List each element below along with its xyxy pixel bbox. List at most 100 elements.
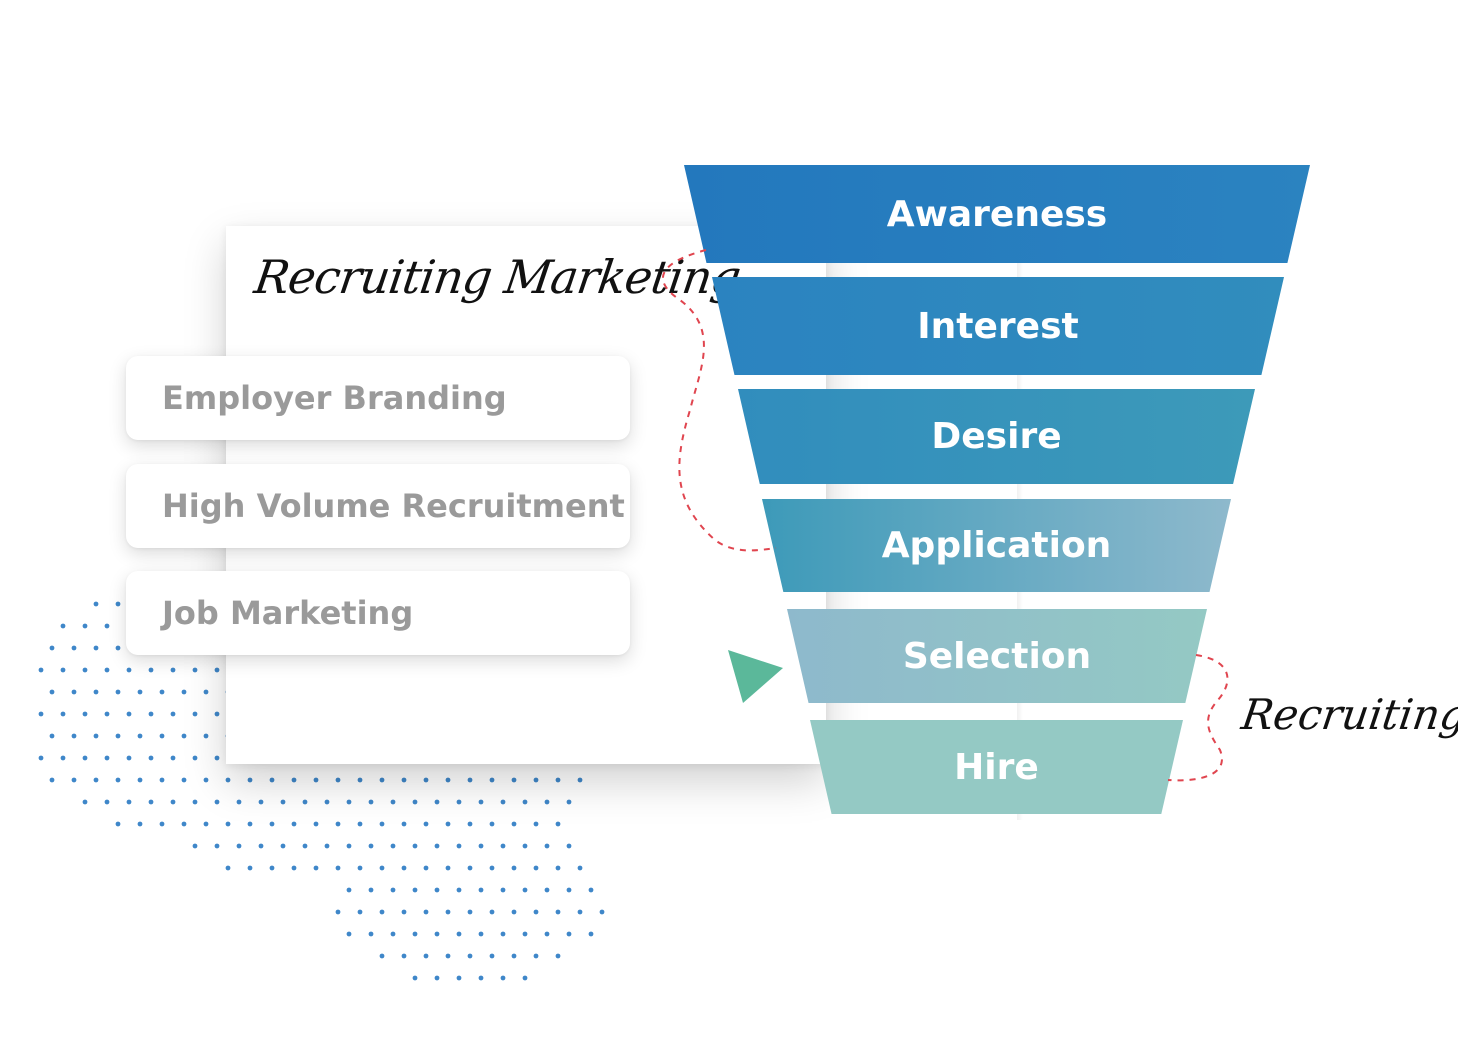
pattern-dot [170,667,176,673]
pattern-dot [467,865,473,871]
pattern-dot [555,909,561,915]
pattern-dot [302,843,308,849]
pattern-dot [115,689,121,695]
pattern-dot [203,733,209,739]
pattern-dot [38,711,44,717]
pattern-dot [467,821,473,827]
pattern-dot [511,953,517,959]
pattern-dot [159,821,165,827]
funnel-stage-desire[interactable]: Desire [738,389,1255,484]
pattern-dot [489,953,495,959]
pattern-dot [203,821,209,827]
high-volume-recruitment-label: High Volume Recruitment [162,487,625,525]
pattern-dot [577,909,583,915]
pattern-dot [192,843,198,849]
funnel-stage-awareness-label: Awareness [886,193,1108,235]
pattern-dot [181,733,187,739]
pattern-dot [533,821,539,827]
pattern-dot [269,865,275,871]
pattern-dot [214,843,220,849]
pattern-dot [258,799,264,805]
pattern-dot [423,953,429,959]
pattern-dot [137,733,143,739]
pattern-dot [137,821,143,827]
pattern-dot [148,711,154,717]
pattern-dot [60,755,66,761]
pattern-dot [82,799,88,805]
pattern-dot [401,777,407,783]
pattern-dot [82,667,88,673]
pattern-dot [500,931,506,937]
pattern-dot [401,821,407,827]
pattern-dot [357,777,363,783]
pattern-dot [533,953,539,959]
pattern-dot [478,975,484,981]
pattern-dot [115,645,121,651]
pattern-dot [126,755,132,761]
funnel-stage-hire[interactable]: Hire [810,720,1183,814]
pattern-dot [269,777,275,783]
pattern-dot [478,799,484,805]
pattern-dot [434,799,440,805]
pattern-dot [170,711,176,717]
pattern-dot [544,799,550,805]
pattern-dot [522,843,528,849]
pattern-dot [192,667,198,673]
pattern-dot [379,953,385,959]
pattern-dot [126,667,132,673]
high-volume-recruitment-item[interactable]: High Volume Recruitment [126,464,630,548]
pattern-dot [104,667,110,673]
pattern-dot [71,777,77,783]
pattern-dot [214,755,220,761]
pattern-dot [49,777,55,783]
pattern-dot [214,667,220,673]
pattern-dot [434,975,440,981]
pattern-dot [115,821,121,827]
pattern-dot [544,887,550,893]
pattern-dot [82,623,88,629]
pattern-dot [566,887,572,893]
funnel-stage-awareness[interactable]: Awareness [684,165,1310,263]
pattern-dot [302,799,308,805]
pattern-dot [489,865,495,871]
pattern-dot [280,799,286,805]
pattern-dot [412,931,418,937]
pattern-dot [38,667,44,673]
pattern-dot [522,975,528,981]
pattern-dot [357,865,363,871]
pattern-dot [456,975,462,981]
pattern-dot [60,667,66,673]
employer-branding-item[interactable]: Employer Branding [126,356,630,440]
pattern-dot [478,887,484,893]
pattern-dot [368,931,374,937]
funnel-stage-interest[interactable]: Interest [712,277,1284,375]
job-marketing-item[interactable]: Job Marketing [126,571,630,655]
pattern-dot [148,667,154,673]
pattern-dot [203,689,209,695]
pattern-dot [423,909,429,915]
pattern-dot [225,865,231,871]
pattern-dot [313,777,319,783]
pattern-dot [104,711,110,717]
pattern-dot [577,777,583,783]
pattern-dot [236,799,242,805]
pattern-dot [148,755,154,761]
pattern-dot [445,953,451,959]
pattern-dot [566,799,572,805]
pattern-dot [104,623,110,629]
funnel-stage-selection[interactable]: Selection [787,609,1207,703]
pattern-dot [335,821,341,827]
pattern-dot [478,843,484,849]
funnel-stage-application[interactable]: Application [762,499,1231,592]
pattern-dot [247,777,253,783]
pattern-dot [313,821,319,827]
pattern-dot [445,865,451,871]
pattern-dot [93,777,99,783]
pattern-dot [467,777,473,783]
pattern-dot [104,799,110,805]
pattern-dot [49,689,55,695]
pattern-dot [291,777,297,783]
pattern-dot [368,887,374,893]
pattern-dot [247,821,253,827]
pattern-dot [511,865,517,871]
